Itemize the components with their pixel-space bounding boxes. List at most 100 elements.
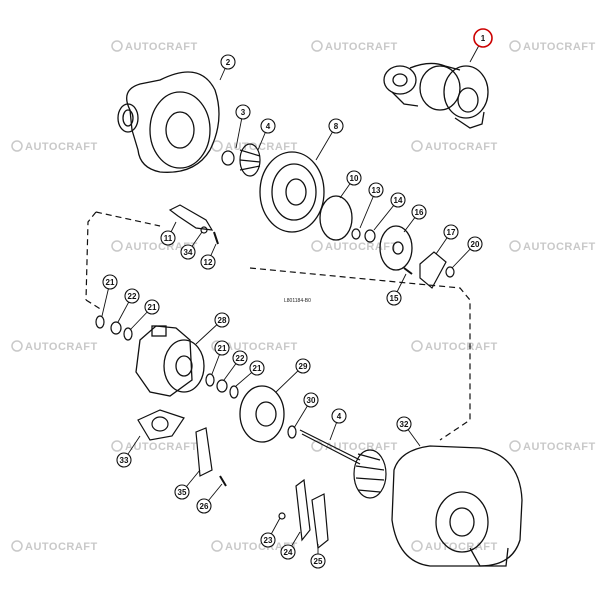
heat-shield: [239, 385, 285, 443]
watermark-logo-icon: [211, 540, 223, 552]
watermark-text: AUTOCRAFT: [425, 141, 498, 153]
callout-25: 25: [310, 544, 326, 569]
callout-number: 28: [218, 316, 227, 325]
watermark: AUTOCRAFT: [11, 340, 97, 353]
callout-number: 21: [253, 364, 262, 373]
watermark: AUTOCRAFT: [311, 40, 397, 53]
callout-circle: [260, 532, 276, 548]
callout-number: 3: [241, 108, 246, 117]
watermark-layer: AUTOCRAFT AUTOCRAFT AUTOCRAFT AUTOCRAFT AUTO…: [11, 40, 596, 553]
watermark-logo-icon: [411, 540, 423, 552]
watermark-logo-icon: [11, 140, 23, 152]
callout-circle: [200, 254, 216, 270]
watermark: AUTOCRAFT: [111, 440, 197, 453]
watermark: AUTOCRAFT: [411, 340, 498, 353]
watermark: AUTOCRAFT: [509, 440, 595, 453]
watermark-logo-icon: [411, 140, 423, 152]
callout-4: 4: [257, 118, 276, 151]
watermark-text: AUTOCRAFT: [125, 41, 198, 53]
callout-30: 30: [293, 392, 319, 429]
callout-circle: [116, 452, 132, 468]
callout-number: 22: [128, 292, 137, 301]
callout-number: 11: [164, 234, 173, 243]
callout-circle: [280, 544, 296, 560]
callout-circle: [346, 170, 362, 186]
watermark-text: AUTOCRAFT: [225, 341, 298, 353]
watermark-text: AUTOCRAFT: [425, 341, 498, 353]
callout-10: 10: [339, 170, 362, 199]
watermark-logo-icon: [411, 340, 423, 352]
compressor-wheel: [221, 143, 261, 177]
callout-21: 21: [129, 299, 160, 331]
watermark-text: AUTOCRAFT: [25, 141, 98, 153]
callout-34: 34: [180, 231, 203, 260]
callout-number: 4: [266, 122, 271, 131]
watermark-logo-icon: [311, 40, 323, 52]
callout-number: 13: [372, 186, 381, 195]
watermark-logo-icon: [509, 240, 521, 252]
callout-24: 24: [280, 531, 301, 560]
callout-1: 1: [469, 28, 493, 63]
callout-number: 15: [390, 294, 399, 303]
callout-circle: [144, 299, 160, 315]
callout-32: 32: [396, 416, 421, 447]
callout-23: 23: [260, 517, 281, 548]
callout-circle: [473, 28, 493, 48]
watermark-text: AUTOCRAFT: [225, 141, 298, 153]
watermark: AUTOCRAFT: [111, 40, 198, 53]
callout-circle: [214, 340, 230, 356]
callout-circle: [295, 358, 311, 374]
callout-circle: [328, 118, 344, 134]
nut: [200, 226, 208, 234]
callout-number: 21: [148, 303, 157, 312]
watermark-text: AUTOCRAFT: [523, 241, 596, 253]
piston-ring: [287, 425, 297, 439]
callout-circle: [249, 360, 265, 376]
thrust-collar: [379, 225, 413, 271]
callout-number: 4: [337, 412, 342, 421]
watermark: AUTOCRAFT: [11, 140, 98, 153]
callout-number: 34: [184, 248, 193, 257]
callout-circle: [235, 104, 251, 120]
o-ring: [123, 327, 133, 341]
callout-circle: [411, 204, 427, 220]
watermark: AUTOCRAFT: [211, 140, 298, 153]
support-bracket: [311, 493, 329, 550]
lower-bracket: [195, 427, 213, 477]
callout-circle: [196, 498, 212, 514]
callout-22: 22: [223, 350, 248, 381]
watermark-text: AUTOCRAFT: [125, 241, 198, 253]
callout-number: 10: [350, 174, 359, 183]
bolt: [213, 231, 219, 245]
callout-circle: [467, 236, 483, 252]
watermark: AUTOCRAFT: [411, 140, 498, 153]
callout-33: 33: [116, 435, 141, 468]
watermark-logo-icon: [111, 440, 123, 452]
watermark-logo-icon: [509, 40, 521, 52]
watermark: AUTOCRAFT: [311, 240, 397, 253]
watermark-logo-icon: [509, 440, 521, 452]
watermark-logo-icon: [11, 540, 23, 552]
callout-4: 4: [329, 408, 347, 441]
thrust-bearing: [419, 251, 447, 289]
washer: [445, 266, 455, 278]
watermark: AUTOCRAFT: [509, 40, 595, 53]
callout-2: 2: [219, 54, 236, 81]
callout-21: 21: [235, 360, 265, 387]
callout-8: 8: [315, 118, 344, 161]
callout-26: 26: [196, 483, 223, 514]
callout-number: 17: [447, 228, 456, 237]
watermark-text: AUTOCRAFT: [325, 441, 398, 453]
callout-circle: [180, 244, 196, 260]
turbine-wheel-shaft: [299, 429, 387, 499]
callout-circle: [443, 224, 459, 240]
seal-ring: [319, 195, 353, 241]
support-bracket: [295, 478, 311, 542]
watermark: AUTOCRAFT: [11, 540, 97, 553]
bearing-housing: [135, 325, 205, 397]
callout-35: 35: [174, 469, 201, 500]
watermark: AUTOCRAFT: [111, 240, 198, 253]
